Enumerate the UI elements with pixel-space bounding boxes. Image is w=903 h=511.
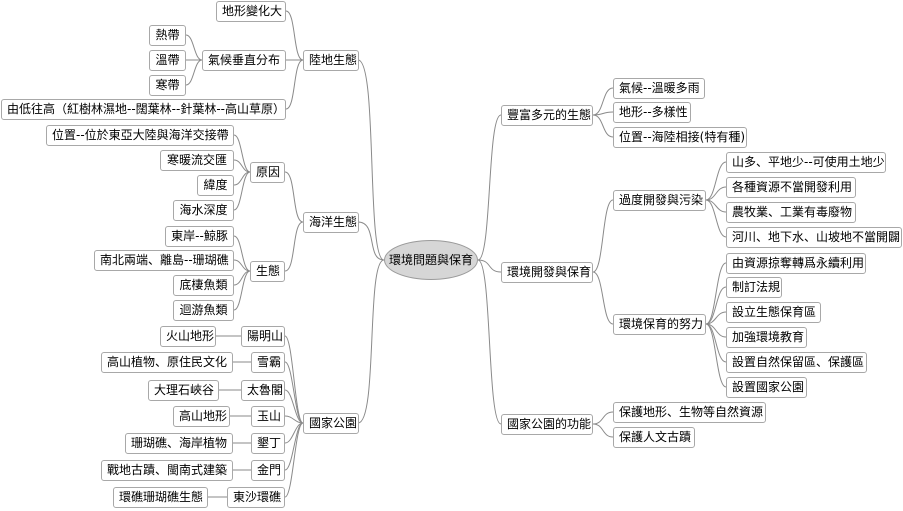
link [705, 311, 727, 325]
node-ocean-cause[interactable]: 原因 [250, 162, 285, 183]
node-park-taroko-feature[interactable]: 大理石峽谷 [148, 380, 219, 401]
node-eco-east-coast[interactable]: 東岸--鯨豚 [165, 226, 234, 247]
node-dev-conservation[interactable]: 環境開發與保育 [501, 262, 593, 283]
link [477, 114, 502, 261]
link [233, 235, 251, 272]
link [357, 59, 385, 261]
link [284, 221, 304, 272]
node-park-kinmen[interactable]: 金門 [251, 460, 285, 481]
node-climate-frigid[interactable]: 寒帶 [149, 75, 186, 96]
link [705, 262, 727, 325]
node-park-dongsha-feature[interactable]: 環礁珊瑚礁生態 [113, 487, 208, 508]
node-park-yushan-feature[interactable]: 高山地形 [173, 406, 230, 427]
link [284, 171, 304, 223]
link [592, 199, 614, 273]
node-park-taroko[interactable]: 太魯閣 [241, 380, 285, 401]
link [233, 270, 251, 311]
link [233, 159, 251, 173]
node-effort-reserves[interactable]: 設立生態保育區 [726, 302, 821, 323]
node-over-resources[interactable]: 各種資源不當開發利用 [726, 177, 856, 198]
node-park-yushan[interactable]: 玉山 [251, 406, 285, 427]
link [284, 335, 304, 424]
node-ocean-ecology[interactable]: 海洋生態 [303, 212, 359, 233]
node-rich-climate[interactable]: 氣候--溫暖多雨 [613, 78, 705, 99]
link [705, 161, 727, 201]
link [477, 259, 502, 273]
link [357, 259, 385, 424]
link [592, 411, 614, 425]
node-func-natural[interactable]: 保護地形、生物等自然資源 [613, 402, 766, 423]
node-park-kenting[interactable]: 墾丁 [251, 433, 285, 454]
link [705, 286, 727, 325]
node-eco-coral[interactable]: 南北兩端、離島--珊瑚礁 [94, 250, 234, 271]
node-conservation-effort[interactable]: 環境保育的努力 [613, 314, 706, 335]
link [592, 111, 614, 116]
node-effort-sustainable[interactable]: 由資源掠奪轉爲永續利用 [726, 253, 866, 274]
node-over-land[interactable]: 山多、平地少--可使用土地少 [726, 152, 886, 173]
link [705, 186, 727, 201]
node-park-dongsha[interactable]: 東沙環礁 [227, 487, 285, 508]
node-park-kenting-feature[interactable]: 珊瑚礁、海岸植物 [125, 433, 233, 454]
node-rich-ecology[interactable]: 豐富多元的生態 [501, 105, 593, 126]
link [592, 114, 614, 138]
node-park-yangmingshan-feature[interactable]: 火山地形 [160, 326, 216, 347]
link [284, 389, 304, 424]
node-park-shei-pa-feature[interactable]: 高山植物、原住民文化 [101, 352, 233, 373]
link [477, 259, 502, 425]
node-over-waste[interactable]: 農牧業、工業有毒廢物 [726, 202, 856, 223]
link [357, 221, 385, 261]
link [284, 422, 304, 498]
node-park-yangmingshan[interactable]: 陽明山 [241, 326, 285, 347]
node-effort-education[interactable]: 加強環境教育 [726, 327, 807, 348]
node-eco-migratory[interactable]: 迴游魚類 [173, 300, 234, 321]
link [233, 134, 251, 173]
node-national-parks[interactable]: 國家公園 [303, 413, 359, 434]
link [284, 361, 304, 424]
node-cause-latitude[interactable]: 緯度 [197, 175, 234, 196]
link [592, 87, 614, 116]
link [185, 59, 203, 86]
node-cause-currents[interactable]: 寒暖流交匯 [160, 150, 234, 171]
node-eco-benthic[interactable]: 底棲魚類 [173, 275, 234, 296]
node-ocean-eco[interactable]: 生態 [250, 261, 285, 282]
node-rich-terrain[interactable]: 地形--多樣性 [613, 102, 691, 123]
link [705, 199, 727, 238]
link [705, 323, 727, 388]
node-vegetation-zones[interactable]: 由低往高（紅樹林濕地--闊葉林--針葉林--高山草原） [1, 99, 286, 120]
node-park-shei-pa[interactable]: 雪霸 [251, 352, 285, 373]
link [285, 59, 304, 110]
node-park-functions[interactable]: 國家公園的功能 [501, 414, 593, 435]
link [284, 415, 304, 424]
root-node[interactable]: 環境問題與保育 [384, 240, 478, 280]
node-effort-protected-areas[interactable]: 設置自然保留區、保護區 [726, 352, 867, 373]
node-rich-location[interactable]: 位置--海陸相接(特有種) [613, 127, 747, 148]
node-park-kinmen-feature[interactable]: 戰地古蹟、閩南式建築 [101, 460, 233, 481]
node-effort-national-parks[interactable]: 設置國家公園 [726, 377, 807, 398]
node-climate-tropical[interactable]: 熱帶 [149, 25, 186, 46]
node-climate-vertical[interactable]: 氣候垂直分布 [202, 50, 286, 71]
node-terrain[interactable]: 地形變化大 [216, 1, 286, 22]
link [592, 271, 614, 325]
node-over-rivers[interactable]: 河川、地下水、山坡地不當開闢 [726, 227, 902, 248]
node-cause-location[interactable]: 位置--位於東亞大陸與海洋交接帶 [46, 125, 234, 146]
link [233, 171, 251, 211]
link [285, 10, 304, 61]
node-land-ecology[interactable]: 陸地生態 [303, 50, 359, 71]
node-effort-laws[interactable]: 制訂法規 [726, 277, 782, 298]
node-over-development[interactable]: 過度開發與污染 [613, 190, 706, 211]
node-cause-depth[interactable]: 海水深度 [173, 200, 234, 221]
link [185, 34, 203, 61]
link [233, 259, 251, 272]
node-func-cultural[interactable]: 保護人文古蹟 [613, 427, 695, 448]
link [592, 423, 614, 438]
node-climate-temperate[interactable]: 溫帶 [149, 50, 186, 71]
